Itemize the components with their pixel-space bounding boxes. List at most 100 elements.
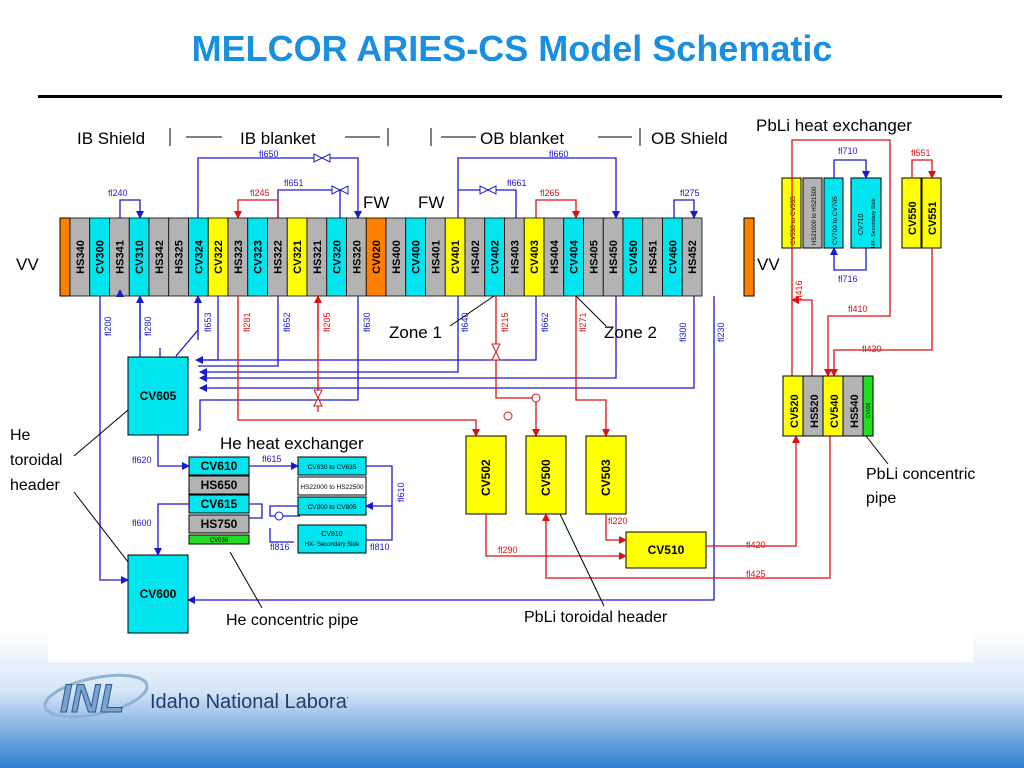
he-concentric-label: He concentric pipe xyxy=(226,612,359,629)
cv610-label: CV610 xyxy=(201,459,238,473)
flow-label: fl420 xyxy=(746,540,766,550)
flow-label: fl651 xyxy=(284,178,304,188)
cv500-label: CV500 xyxy=(539,459,553,496)
he-box-cv800-label: CV800 to CV805 xyxy=(308,504,357,511)
strip-cell-hs320: HS320 xyxy=(346,217,367,297)
hs540-label: HS540 xyxy=(849,394,861,428)
cv605-label: CV605 xyxy=(140,389,177,403)
strip-cell-cv450: CV450 xyxy=(622,217,644,297)
zone1-pointer xyxy=(449,295,495,327)
flow-label: fl810 xyxy=(370,542,390,552)
strip-cell-box xyxy=(681,217,703,297)
strip-cell-label: HS400 xyxy=(391,240,403,274)
strip-cell-label: HS402 xyxy=(470,240,482,274)
strip-cell-label: CV402 xyxy=(490,240,502,274)
he-box-cv630-label: CV630 to CV635 xyxy=(308,464,357,471)
top-flow-paths xyxy=(119,157,698,219)
flow-label: fl716 xyxy=(838,274,858,284)
strip-cell-hs400: HS400 xyxy=(385,217,407,297)
cv500-box xyxy=(525,435,567,515)
cv036-box xyxy=(188,534,250,545)
strip-cell-hs341: HS341 xyxy=(109,217,130,297)
strip-cell-cv404: CV404 xyxy=(563,217,584,297)
flow-label: fl265 xyxy=(540,188,560,198)
pbli-hx-blue-paths xyxy=(830,159,870,271)
cv502-box xyxy=(465,435,507,515)
strip-cell-hs403: HS403 xyxy=(504,217,525,297)
top-red-paths xyxy=(234,199,580,219)
he-box-cv810-sub: HX- Secondary Side xyxy=(305,542,360,548)
strip-cell-label: HS451 xyxy=(648,240,660,274)
strip-cell-cv400: CV400 xyxy=(405,217,426,297)
pbli-loop-paths xyxy=(485,435,831,579)
he-box-cv810-label: CV810 xyxy=(321,531,343,538)
he-loop-paths xyxy=(154,435,393,556)
flow-label: fl650 xyxy=(259,149,279,159)
cv600-label: CV600 xyxy=(140,587,177,601)
fw-left-label: FW xyxy=(363,193,389,212)
ob-shield-label: OB Shield xyxy=(651,129,728,148)
he-box-hs22000 xyxy=(297,476,367,496)
he-box-cv810 xyxy=(297,524,367,554)
pbli-cv036-label: CV036 xyxy=(866,402,872,418)
cv510-box xyxy=(625,531,707,569)
strip-cell-hs452: HS452 xyxy=(681,217,703,297)
strip-cell-hs323: HS323 xyxy=(227,217,249,297)
flow-label: fl630 xyxy=(362,312,372,332)
top-valves xyxy=(313,153,497,195)
strip-cell-hs321: HS321 xyxy=(306,217,328,297)
he-hx-title: He heat exchanger xyxy=(220,434,364,453)
zone1-label: Zone 1 xyxy=(389,323,442,342)
he-concentric-pointer xyxy=(229,551,263,609)
pbli-concentric-line2: pipe xyxy=(866,490,896,507)
strip-cell-label: HS403 xyxy=(509,240,521,274)
strip-cell-label: HS405 xyxy=(588,240,600,274)
strip-cell-cv324: CV324 xyxy=(188,217,209,297)
strip-cell-cv300: CV300 xyxy=(89,217,110,297)
strip-cell-label: HS404 xyxy=(549,239,561,274)
flow-label: fl710 xyxy=(838,146,858,156)
cv615-label: CV615 xyxy=(201,497,238,511)
title-divider xyxy=(38,95,1002,98)
ob-blanket-label: OB blanket xyxy=(480,129,564,148)
strip-cell-hs340: HS340 xyxy=(69,217,91,297)
hs650-box xyxy=(188,475,250,495)
fw-right-label: FW xyxy=(418,193,444,212)
flow-label: fl615 xyxy=(262,454,282,464)
strip-cell-label: HS323 xyxy=(233,240,245,274)
strip-cell-cv402: CV402 xyxy=(484,217,505,297)
pbli-hx-hs21000-label: HS21000 to HS21500 xyxy=(812,186,818,245)
cv550-label: CV550 xyxy=(907,201,919,235)
flow-label: fl551 xyxy=(911,148,931,158)
cv503-label: CV503 xyxy=(599,459,613,496)
cv551-label: CV551 xyxy=(927,201,939,235)
flow-label: fl610 xyxy=(396,482,406,502)
cv036-label: CV036 xyxy=(210,538,229,544)
flow-label: fl280 xyxy=(143,316,153,336)
strip-cell-label: CV400 xyxy=(411,240,423,274)
strip-cell-label: HS401 xyxy=(430,240,442,274)
strip-cell-cv020: CV020 xyxy=(365,217,387,297)
strip-cell-hs342: HS342 xyxy=(148,217,170,297)
zone2-pointer xyxy=(575,295,607,327)
he-toroidal-pointer xyxy=(73,491,129,563)
strip-cell-label: CV320 xyxy=(332,240,344,274)
flow-label: fl300 xyxy=(678,322,688,342)
strip-cell-label: CV300 xyxy=(95,240,107,274)
strip-cell-label: CV401 xyxy=(450,240,462,274)
cv510-label: CV510 xyxy=(648,543,685,557)
flow-label: fl640 xyxy=(460,312,470,332)
flow-label: fl215 xyxy=(500,312,510,332)
vv-right-label: VV xyxy=(757,255,780,274)
inl-logo: INL Idaho National Laboratory xyxy=(43,673,348,722)
strip-cell-hs322: HS322 xyxy=(267,217,288,297)
strip-cell-label: CV310 xyxy=(134,240,146,274)
hs750-label: HS750 xyxy=(201,517,238,531)
flow-label: fl430 xyxy=(862,344,882,354)
strip-cell-hs405: HS405 xyxy=(583,217,604,297)
flow-label: fl220 xyxy=(608,516,628,526)
cv502-label: CV502 xyxy=(479,459,493,496)
he-toroidal-line1: He xyxy=(10,427,31,444)
strip-cell-label: CV403 xyxy=(529,240,541,274)
